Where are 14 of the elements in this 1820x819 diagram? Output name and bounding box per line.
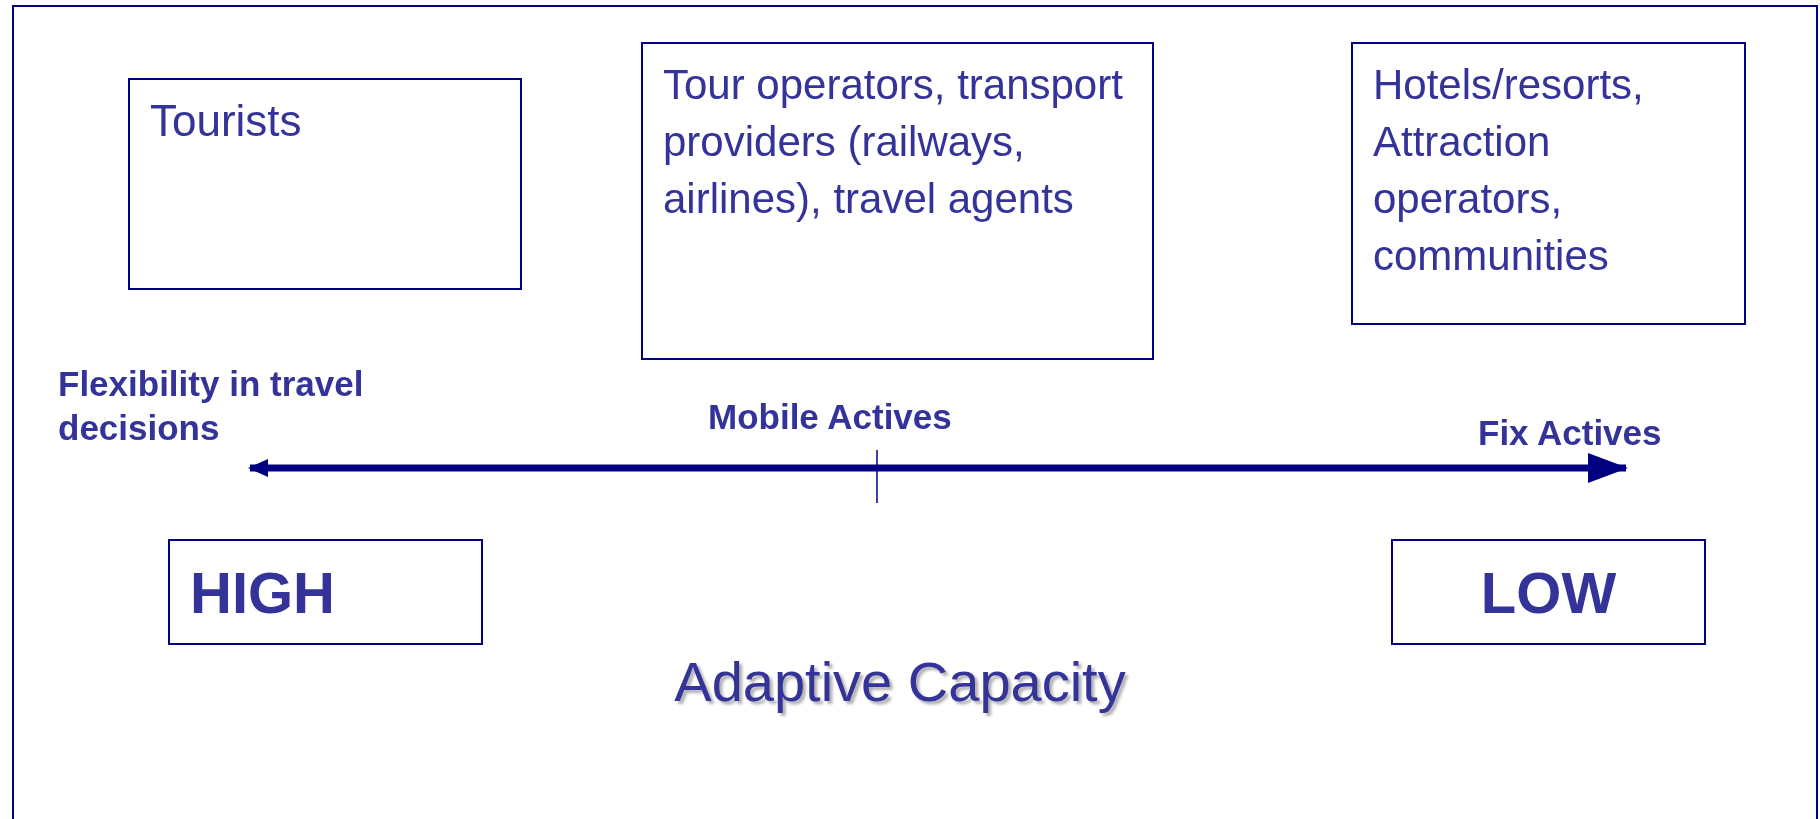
axis-label: Flexibility in travel decisions: [58, 363, 365, 449]
actor-box: [641, 42, 1154, 360]
box-text: Tourists: [150, 96, 302, 145]
box-text: LOW: [1480, 558, 1617, 627]
actor-box: [1351, 42, 1746, 325]
box-text: Hotels/resorts, Attraction operators, communities: [1373, 61, 1644, 279]
actor-box: [128, 78, 522, 290]
box-text: Tour operators, transport providers (railways, airlines), travel agents: [663, 61, 1123, 222]
axis-label: Adaptive Capacity: [673, 649, 1127, 715]
level-box: [168, 539, 483, 645]
level-box: [1391, 539, 1706, 645]
axis-label: Fix Actives: [1478, 412, 1663, 454]
box-text: HIGH: [190, 558, 335, 627]
axis-label: Mobile Actives: [708, 396, 953, 438]
